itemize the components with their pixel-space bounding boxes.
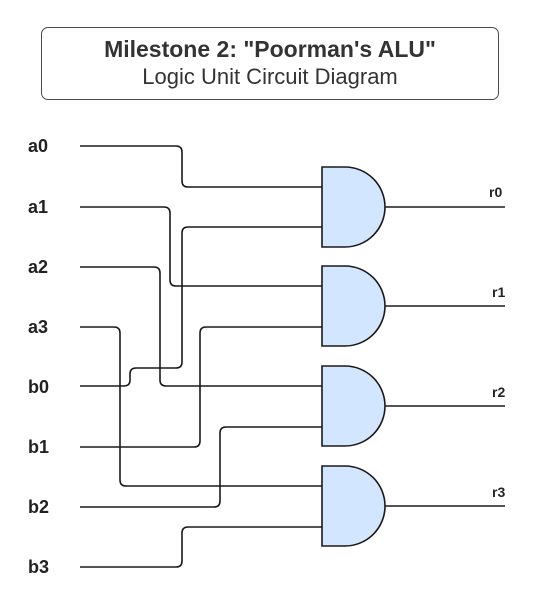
wire-a2 bbox=[80, 266, 322, 387]
diagram-title: Milestone 2: "Poorman's ALU" bbox=[104, 36, 436, 62]
title-box: Milestone 2: "Poorman's ALU" Logic Unit … bbox=[41, 27, 499, 100]
input-label-a2: a2 bbox=[28, 257, 48, 277]
output-label-r1: r1 bbox=[492, 284, 505, 300]
and-gate-r2 bbox=[321, 365, 386, 447]
wire-a1 bbox=[80, 206, 322, 287]
input-label-a0: a0 bbox=[28, 136, 48, 156]
wire-b2 bbox=[80, 426, 322, 508]
output-label-r3: r3 bbox=[492, 484, 505, 500]
diagram-subtitle: Logic Unit Circuit Diagram bbox=[142, 64, 398, 89]
wire-b0 bbox=[80, 226, 322, 387]
wire-a0 bbox=[80, 145, 322, 188]
and-gate-r3 bbox=[321, 465, 386, 547]
input-label-b0: b0 bbox=[28, 377, 49, 397]
input-label-b1: b1 bbox=[28, 437, 49, 457]
input-label-a3: a3 bbox=[28, 317, 48, 337]
output-label-r0: r0 bbox=[489, 184, 502, 200]
wire-b1 bbox=[80, 326, 322, 448]
output-label-r2: r2 bbox=[492, 384, 505, 400]
wire-b3 bbox=[80, 526, 322, 568]
and-gate-r1 bbox=[321, 265, 386, 347]
input-label-b2: b2 bbox=[28, 497, 49, 517]
input-label-b3: b3 bbox=[28, 557, 49, 577]
and-gate-r0 bbox=[321, 166, 386, 248]
input-label-a1: a1 bbox=[28, 197, 48, 217]
wire-a3 bbox=[80, 326, 322, 487]
